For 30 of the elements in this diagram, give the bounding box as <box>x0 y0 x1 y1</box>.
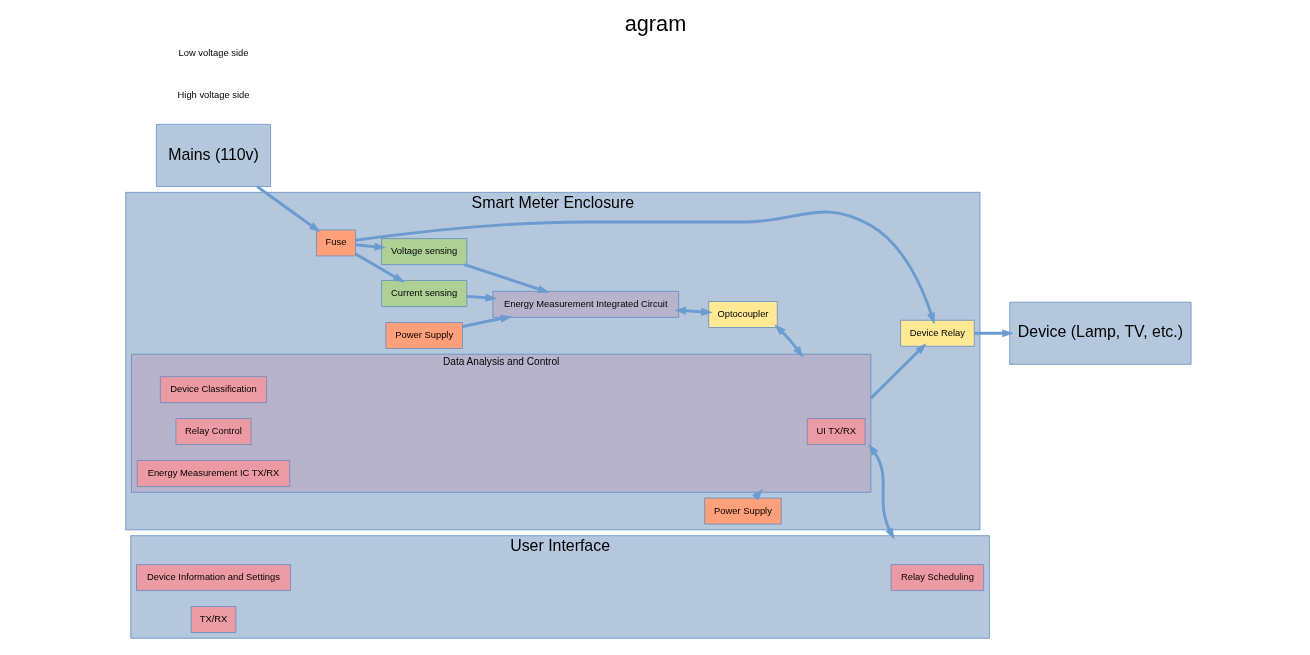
arrow <box>355 210 935 325</box>
diagram-title: agram <box>624 11 686 37</box>
arrow <box>867 444 894 540</box>
node-box: Relay Scheduling <box>890 564 984 591</box>
arrow <box>973 329 1014 338</box>
node-box: Energy Measurement Integrated Circuit <box>492 291 679 318</box>
arrow <box>354 252 405 283</box>
node-box: Device Relay <box>899 319 975 347</box>
node-box: Device Classification <box>159 376 267 404</box>
node-box: Power Supply <box>385 322 463 349</box>
label: Low voltage side <box>178 47 248 59</box>
node-box: Device (Lamp, TV, etc.) <box>1008 301 1191 365</box>
arrow <box>354 242 386 251</box>
arrow <box>255 185 321 233</box>
node-box: Device Information and Settings <box>135 564 291 591</box>
arrow <box>466 293 497 302</box>
node-box: TX/RX <box>190 606 236 633</box>
node-box: Optocoupler <box>707 301 778 328</box>
node-box: Fuse <box>315 229 356 257</box>
node-box: Current sensing <box>380 280 467 307</box>
arrow <box>463 263 549 293</box>
arrow <box>869 343 926 400</box>
node-box: UI TX/RX <box>806 418 865 445</box>
node-box: Energy Measurement IC TX/RX <box>136 460 290 487</box>
node-box: Relay Control <box>175 418 251 445</box>
arrow <box>773 324 803 358</box>
node-box: Voltage sensing <box>380 238 467 265</box>
arrow <box>461 314 512 329</box>
node-box: Mains (110v) <box>155 124 271 187</box>
label: High voltage side <box>177 88 249 100</box>
